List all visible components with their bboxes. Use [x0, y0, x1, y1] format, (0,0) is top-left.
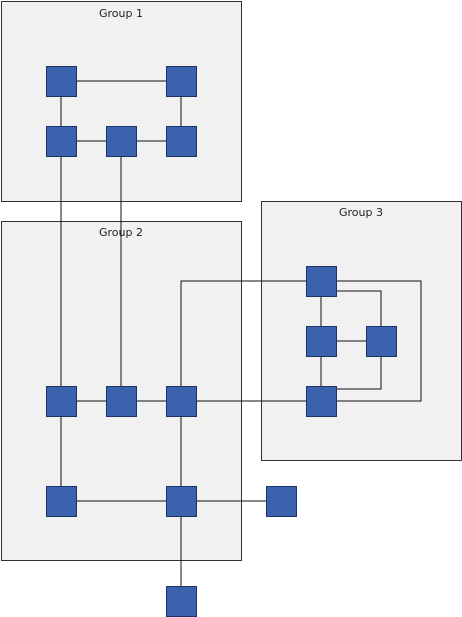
node-n6[interactable] [46, 386, 77, 417]
node-n12[interactable] [306, 326, 337, 357]
node-n4[interactable] [106, 126, 137, 157]
node-n14[interactable] [306, 386, 337, 417]
node-n1[interactable] [46, 66, 77, 97]
edge-n8-n11 [180, 280, 321, 401]
node-n13[interactable] [366, 326, 397, 357]
edge-n11-n14 [321, 280, 422, 402]
nodes [46, 66, 397, 617]
group-3-box [261, 201, 462, 461]
node-n15[interactable] [266, 486, 297, 517]
group-1-label: Group 1 [99, 7, 143, 20]
node-n5[interactable] [166, 126, 197, 157]
node-n16[interactable] [166, 586, 197, 617]
group-3-label: Group 3 [339, 206, 383, 219]
node-n8[interactable] [166, 386, 197, 417]
node-n3[interactable] [46, 126, 77, 157]
edge-n11-n13 [321, 290, 382, 341]
node-n10[interactable] [166, 486, 197, 517]
node-n11[interactable] [306, 266, 337, 297]
group-3: Group 3 [261, 201, 462, 461]
node-n9[interactable] [46, 486, 77, 517]
node-n7[interactable] [106, 386, 137, 417]
node-n2[interactable] [166, 66, 197, 97]
